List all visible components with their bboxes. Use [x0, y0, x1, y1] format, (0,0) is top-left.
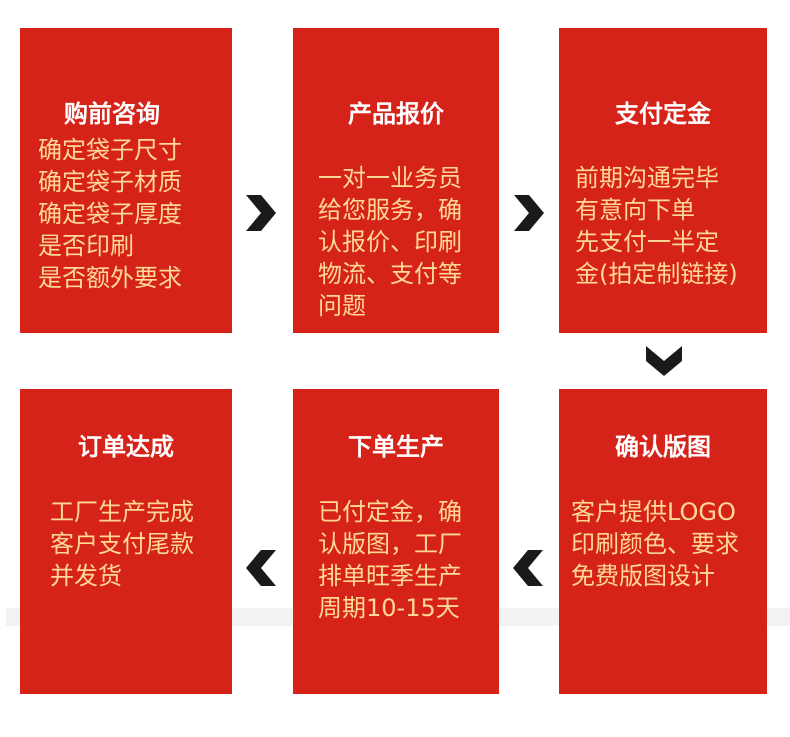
step-line: 给您服务，确 [318, 196, 462, 224]
step-line: 排单旺季生产 [318, 562, 462, 590]
step-line: 已付定金，确 [318, 498, 462, 526]
step-line: 认版图，工厂 [318, 530, 462, 558]
step-line: 是否额外要求 [38, 264, 182, 292]
step-card-complete: 订单达成 工厂生产完成 客户支付尾款 并发货 [20, 389, 232, 694]
step-line: 确定袋子材质 [38, 168, 182, 196]
step-title: 订单达成 [78, 433, 174, 461]
step-line: 确定袋子尺寸 [38, 136, 182, 164]
step-line: 有意向下单 [575, 196, 695, 224]
step-body: 一对一业务员 给您服务，确 认报价、印刷 物流、支付等 问题 [318, 162, 462, 322]
step-line: 金(拍定制链接) [575, 260, 738, 288]
step-line: 客户提供LOGO [571, 498, 736, 526]
step-line: 工厂生产完成 [50, 498, 194, 526]
chevron-down-icon [646, 346, 682, 376]
step-title: 确认版图 [615, 433, 711, 461]
step-card-deposit: 支付定金 前期沟通完毕 有意向下单 先支付一半定 金(拍定制链接) [559, 28, 767, 333]
step-card-production: 下单生产 已付定金，确 认版图，工厂 排单旺季生产 周期10-15天 [293, 389, 499, 694]
step-card-artwork: 确认版图 客户提供LOGO 印刷颜色、要求 免费版图设计 [559, 389, 767, 694]
step-line: 确定袋子厚度 [38, 200, 182, 228]
chevron-right-icon [246, 195, 276, 231]
step-body: 已付定金，确 认版图，工厂 排单旺季生产 周期10-15天 [318, 496, 462, 624]
step-title: 下单生产 [348, 433, 444, 461]
step-body: 工厂生产完成 客户支付尾款 并发货 [50, 496, 194, 592]
step-title: 产品报价 [348, 100, 444, 128]
step-body: 确定袋子尺寸 确定袋子材质 确定袋子厚度 是否印刷 是否额外要求 [38, 134, 182, 294]
step-body: 客户提供LOGO 印刷颜色、要求 免费版图设计 [571, 496, 739, 592]
chevron-right-icon [514, 195, 544, 231]
step-line: 物流、支付等 [318, 260, 462, 288]
step-line: 周期10-15天 [318, 594, 460, 622]
step-line: 是否印刷 [38, 232, 134, 260]
step-title: 购前咨询 [64, 100, 160, 128]
step-line: 认报价、印刷 [318, 228, 462, 256]
step-card-consult: 购前咨询 确定袋子尺寸 确定袋子材质 确定袋子厚度 是否印刷 是否额外要求 [20, 28, 232, 333]
step-line: 问题 [318, 292, 366, 320]
step-line: 并发货 [50, 562, 122, 590]
step-line: 一对一业务员 [318, 164, 462, 192]
step-line: 客户支付尾款 [50, 530, 194, 558]
step-line: 前期沟通完毕 [575, 164, 719, 192]
chevron-left-icon [513, 550, 543, 586]
step-title: 支付定金 [615, 100, 711, 128]
step-card-quote: 产品报价 一对一业务员 给您服务，确 认报价、印刷 物流、支付等 问题 [293, 28, 499, 333]
chevron-left-icon [246, 550, 276, 586]
step-line: 印刷颜色、要求 [571, 530, 739, 558]
step-line: 免费版图设计 [571, 562, 715, 590]
step-body: 前期沟通完毕 有意向下单 先支付一半定 金(拍定制链接) [575, 162, 738, 290]
step-line: 先支付一半定 [575, 228, 719, 256]
